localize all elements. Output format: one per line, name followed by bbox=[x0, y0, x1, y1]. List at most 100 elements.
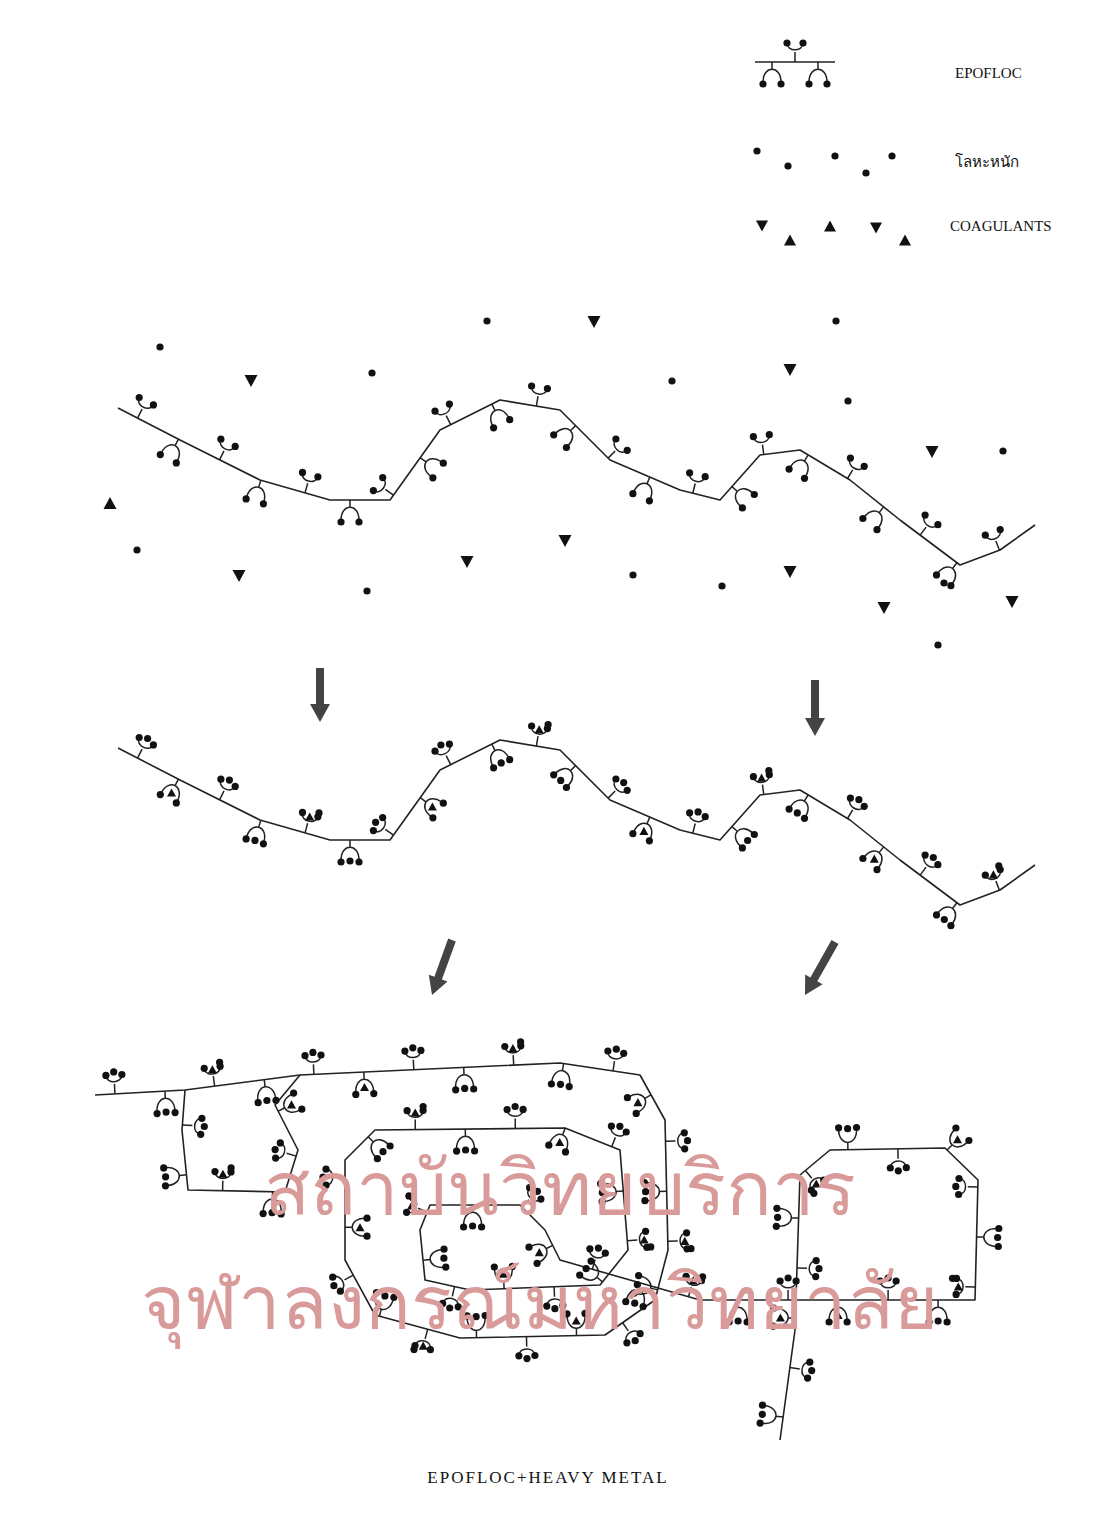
heavy-metal-dot bbox=[523, 1355, 530, 1362]
heavy-metal-dot bbox=[853, 1124, 860, 1131]
heavy-metal-dot bbox=[150, 741, 157, 748]
functional-group bbox=[491, 744, 509, 766]
heavy-metal-dot bbox=[750, 433, 757, 440]
heavy-metal-dot bbox=[217, 436, 224, 443]
heavy-metal-dot bbox=[370, 1090, 377, 1097]
functional-group bbox=[420, 458, 442, 477]
functional-group bbox=[161, 779, 179, 801]
heavy-metal-dot bbox=[759, 1411, 766, 1418]
heavy-metal-dot bbox=[506, 416, 513, 423]
coagulant-triangle bbox=[784, 235, 796, 246]
coagulant-triangle bbox=[218, 1170, 227, 1178]
heavy-metal-dot bbox=[801, 815, 808, 822]
heavy-metal-dot bbox=[629, 830, 636, 837]
heavy-metal-dot bbox=[232, 783, 239, 790]
heavy-metal-dot bbox=[409, 1044, 416, 1051]
heavy-metal-dot bbox=[686, 469, 693, 476]
coagulant-triangle bbox=[899, 235, 911, 246]
heavy-metal-dot bbox=[808, 1367, 815, 1374]
heavy-metal-dot bbox=[744, 837, 751, 844]
heavy-metal-dot bbox=[110, 1068, 117, 1075]
heavy-metal-dot bbox=[379, 474, 386, 481]
heavy-metal-dot bbox=[172, 1109, 179, 1116]
heavy-metal-dot bbox=[997, 526, 1004, 533]
heavy-metal-dot bbox=[440, 1246, 447, 1253]
heavy-metal-dot bbox=[595, 1245, 602, 1252]
heavy-metal-dot bbox=[372, 819, 379, 826]
coagulant-triangle bbox=[461, 556, 474, 568]
heavy-metal-dot bbox=[602, 1250, 609, 1257]
functional-group bbox=[634, 817, 652, 839]
heavy-metal-dot bbox=[702, 813, 709, 820]
heavy-metal-dot bbox=[470, 1085, 477, 1092]
coagulant-triangle bbox=[680, 1237, 689, 1245]
heavy-metal-dot bbox=[751, 831, 758, 838]
heavy-metal-dot bbox=[156, 343, 163, 350]
heavy-metal-dot bbox=[835, 1124, 842, 1131]
coagulant-triangle bbox=[640, 1235, 649, 1243]
coagulant-triangle bbox=[360, 1083, 369, 1091]
heavy-metal-dot bbox=[855, 796, 862, 803]
heavy-metal-dot bbox=[616, 1123, 623, 1130]
heavy-metal-dot bbox=[786, 806, 793, 813]
process-arrow bbox=[805, 940, 839, 995]
heavy-metal-dot bbox=[999, 447, 1006, 454]
coagulant-triangle bbox=[588, 316, 601, 328]
heavy-metal-dot bbox=[633, 1110, 640, 1117]
process-arrow bbox=[429, 939, 456, 995]
heavy-metal-dot bbox=[933, 911, 940, 918]
heavy-metal-dot bbox=[118, 1071, 125, 1078]
heavy-metal-dot bbox=[586, 1245, 593, 1252]
heavy-metal-dot bbox=[548, 1080, 555, 1087]
functional-group bbox=[420, 798, 442, 817]
heavy-metal-dot bbox=[557, 777, 564, 784]
heavy-metal-dot bbox=[102, 1072, 109, 1079]
heavy-metal-dot bbox=[355, 858, 362, 865]
functional-group bbox=[732, 487, 753, 507]
heavy-metal-dot bbox=[608, 1123, 615, 1130]
heavy-metal-dot bbox=[934, 861, 941, 868]
coagulant-triangle bbox=[870, 855, 879, 863]
heavy-metal-dot bbox=[133, 546, 140, 553]
heavy-metal-dot bbox=[613, 1046, 620, 1053]
heavy-metal-dot bbox=[751, 491, 758, 498]
functional-group bbox=[938, 563, 957, 584]
process-arrow bbox=[310, 668, 330, 722]
heavy-metal-dot bbox=[965, 1137, 972, 1144]
heavy-metal-dot bbox=[211, 1168, 218, 1175]
heavy-metal-dot bbox=[251, 837, 258, 844]
coagulant-triangle bbox=[757, 774, 766, 782]
coagulant-triangle bbox=[870, 223, 882, 234]
heavy-metal-dot bbox=[624, 787, 631, 794]
heavy-metal-dot bbox=[506, 756, 513, 763]
heavy-metal-dot bbox=[440, 800, 447, 807]
heavy-metal-dot bbox=[162, 1182, 169, 1189]
heavy-metal-dot bbox=[163, 1109, 170, 1116]
heavy-metal-dot bbox=[995, 1225, 1002, 1232]
coagulant-triangle bbox=[989, 870, 998, 878]
heavy-metal-dot bbox=[888, 152, 895, 159]
heavy-metal-dot bbox=[933, 571, 940, 578]
heavy-metal-dot bbox=[994, 1234, 1001, 1241]
heavy-metal-dot bbox=[949, 1275, 956, 1282]
heavy-metal-dot bbox=[624, 447, 631, 454]
heavy-metal-dot bbox=[232, 443, 239, 450]
heavy-metal-dot bbox=[370, 827, 377, 834]
heavy-metal-dot bbox=[528, 722, 535, 729]
coagulant-triangle bbox=[233, 570, 246, 582]
heavy-metal-dot bbox=[515, 1352, 522, 1359]
heavy-metal-dot bbox=[805, 80, 812, 87]
heavy-metal-dot bbox=[260, 840, 267, 847]
functional-group bbox=[790, 795, 808, 817]
coagulant-triangle bbox=[639, 827, 648, 835]
coagulant-triangle bbox=[411, 1109, 420, 1117]
heavy-metal-dot bbox=[429, 814, 436, 821]
heavy-metal-dot bbox=[228, 1164, 235, 1171]
heavy-metal-dot bbox=[620, 1050, 627, 1057]
heavy-metal-dot bbox=[355, 518, 362, 525]
heavy-metal-dot bbox=[511, 1103, 518, 1110]
heavy-metal-dot bbox=[136, 394, 143, 401]
coagulant-triangle bbox=[824, 221, 836, 232]
heavy-metal-dot bbox=[201, 1065, 208, 1072]
